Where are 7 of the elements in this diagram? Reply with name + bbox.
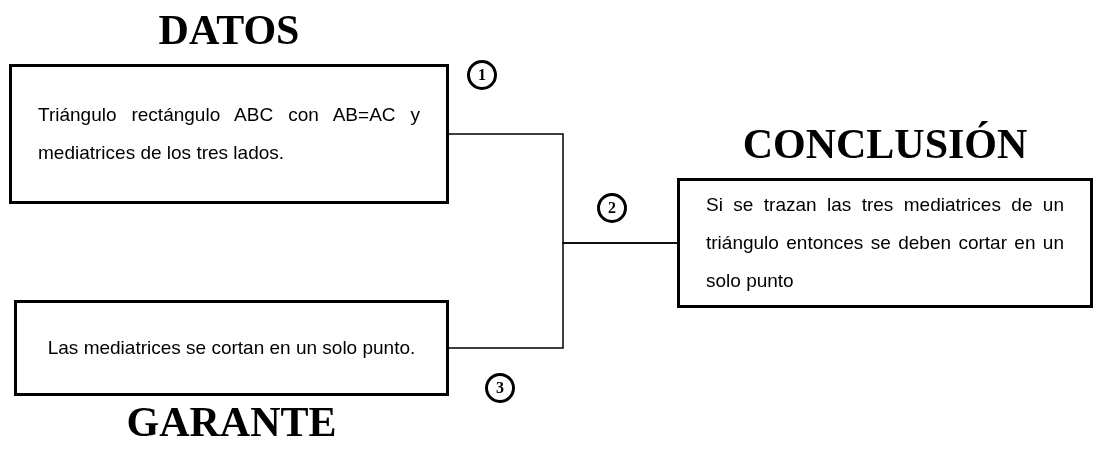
heading: DATOS xyxy=(158,6,300,54)
box-text: Si se trazan las tres mediatrices de un triángulo entonces se deben cortar en un solo punto xyxy=(706,193,1064,293)
box-text: Las mediatrices se cortan en un solo punto. xyxy=(46,336,417,360)
heading: CONCLUSIÓN xyxy=(742,120,1028,168)
heading: GARANTE xyxy=(126,398,337,446)
connector-line xyxy=(448,242,678,349)
box-text: Triángulo rectángulo ABC con AB=AC y mediatrices de los tres lados. xyxy=(38,103,420,165)
